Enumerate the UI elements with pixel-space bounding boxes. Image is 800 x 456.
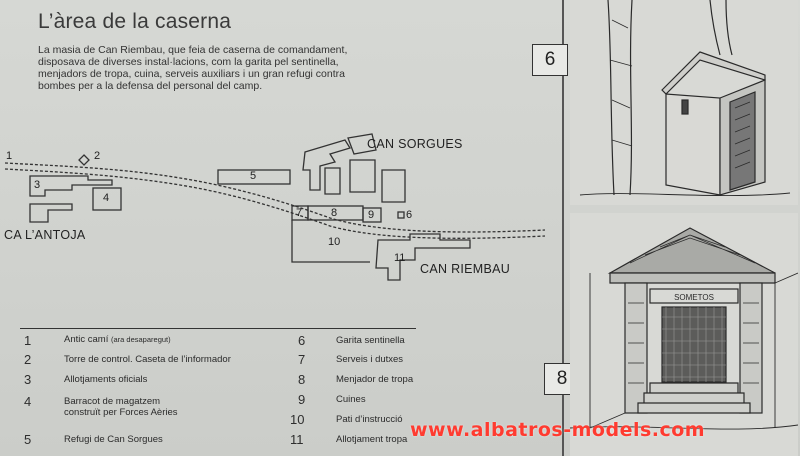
intro-paragraph: La masia de Can Riembau, que feia de cas… xyxy=(38,44,348,92)
legend-num: 6 xyxy=(298,333,306,348)
building-ca-lantoja xyxy=(29,203,73,223)
panel-title: L’àrea de la caserna xyxy=(38,10,232,33)
map-num-2: 2 xyxy=(94,150,101,162)
legend: 1 Antic camí (ara desaparegut) 2 Torre d… xyxy=(0,330,560,456)
tree-trunk-left xyxy=(607,0,633,196)
legend-text: Garita sentinella xyxy=(336,335,405,346)
map-num-7: 7 xyxy=(296,207,303,219)
legend-text: Antic camí (ara desaparegut) xyxy=(64,334,171,345)
legend-num: 9 xyxy=(298,392,306,407)
legend-num: 8 xyxy=(298,372,306,387)
parade-ground-outline xyxy=(291,220,370,263)
can-sorgues-block-e xyxy=(381,169,406,203)
old-path-upper xyxy=(4,162,546,233)
map-num-3: 3 xyxy=(34,179,41,191)
can-sorgues-block-a xyxy=(302,139,352,191)
building-4 xyxy=(92,187,122,211)
old-path-lower xyxy=(4,168,546,239)
map-num-8: 8 xyxy=(331,207,338,219)
tree-trunk-right xyxy=(709,0,733,56)
legend-num: 4 xyxy=(24,394,32,409)
legend-text: Allotjament tropa xyxy=(336,434,408,445)
control-tower-marker xyxy=(78,154,90,166)
vertical-divider xyxy=(562,0,564,456)
site-map: 1 2 3 4 5 6 7 8 9 10 11 CAN SORGUES CA L… xyxy=(0,130,560,300)
map-num-1: 1 xyxy=(6,150,13,162)
site-map-drawing xyxy=(4,133,546,281)
map-num-11: 11 xyxy=(394,252,406,264)
legend-num: 3 xyxy=(24,372,32,387)
legend-text: Pati d’instrucció xyxy=(336,414,403,425)
building-9 xyxy=(362,207,382,223)
sentry-box-marker xyxy=(397,211,405,219)
can-sorgues-block-d xyxy=(349,159,376,193)
legend-num: 5 xyxy=(24,432,32,447)
legend-text: Torre de control. Caseta de l’informador xyxy=(64,354,231,365)
legend-text: Serveis i dutxes xyxy=(336,354,404,365)
sentry-box-illustration xyxy=(570,0,798,205)
refuge-entrance-illustration: SOMETOS xyxy=(570,213,798,456)
legend-num: 1 xyxy=(24,333,32,348)
legend-text: Cuines xyxy=(336,394,366,405)
legend-num: 7 xyxy=(298,352,306,367)
refuge-sign-text: SOMETOS xyxy=(674,293,714,302)
legend-text: Allotjaments oficials xyxy=(64,374,148,385)
building-5 xyxy=(217,169,291,185)
label-can-riembau: CAN RIEMBAU xyxy=(420,262,511,276)
illustration-badge-6: 6 xyxy=(532,44,568,76)
map-num-10: 10 xyxy=(328,236,341,248)
map-num-5: 5 xyxy=(250,170,257,182)
legend-num: 2 xyxy=(24,352,32,367)
building-3 xyxy=(29,175,113,197)
label-ca-lantoja: CA L’ANTOJA xyxy=(4,228,86,242)
watermark: www.albatros-models.com xyxy=(410,419,706,441)
can-sorgues-block-c xyxy=(324,167,341,195)
legend-rule xyxy=(20,328,416,329)
legend-text: Menjador de tropa xyxy=(336,374,414,385)
legend-num: 11 xyxy=(290,432,304,447)
map-num-9: 9 xyxy=(368,209,375,221)
map-num-6: 6 xyxy=(406,209,413,221)
refuge-gate xyxy=(661,306,727,383)
map-num-4: 4 xyxy=(103,192,110,204)
label-can-sorgues: CAN SORGUES xyxy=(367,137,463,151)
can-sorgues-block-b xyxy=(347,133,377,155)
building-11 xyxy=(375,233,471,281)
legend-num: 10 xyxy=(290,412,305,427)
legend-text: Refugi de Can Sorgues xyxy=(64,434,163,445)
